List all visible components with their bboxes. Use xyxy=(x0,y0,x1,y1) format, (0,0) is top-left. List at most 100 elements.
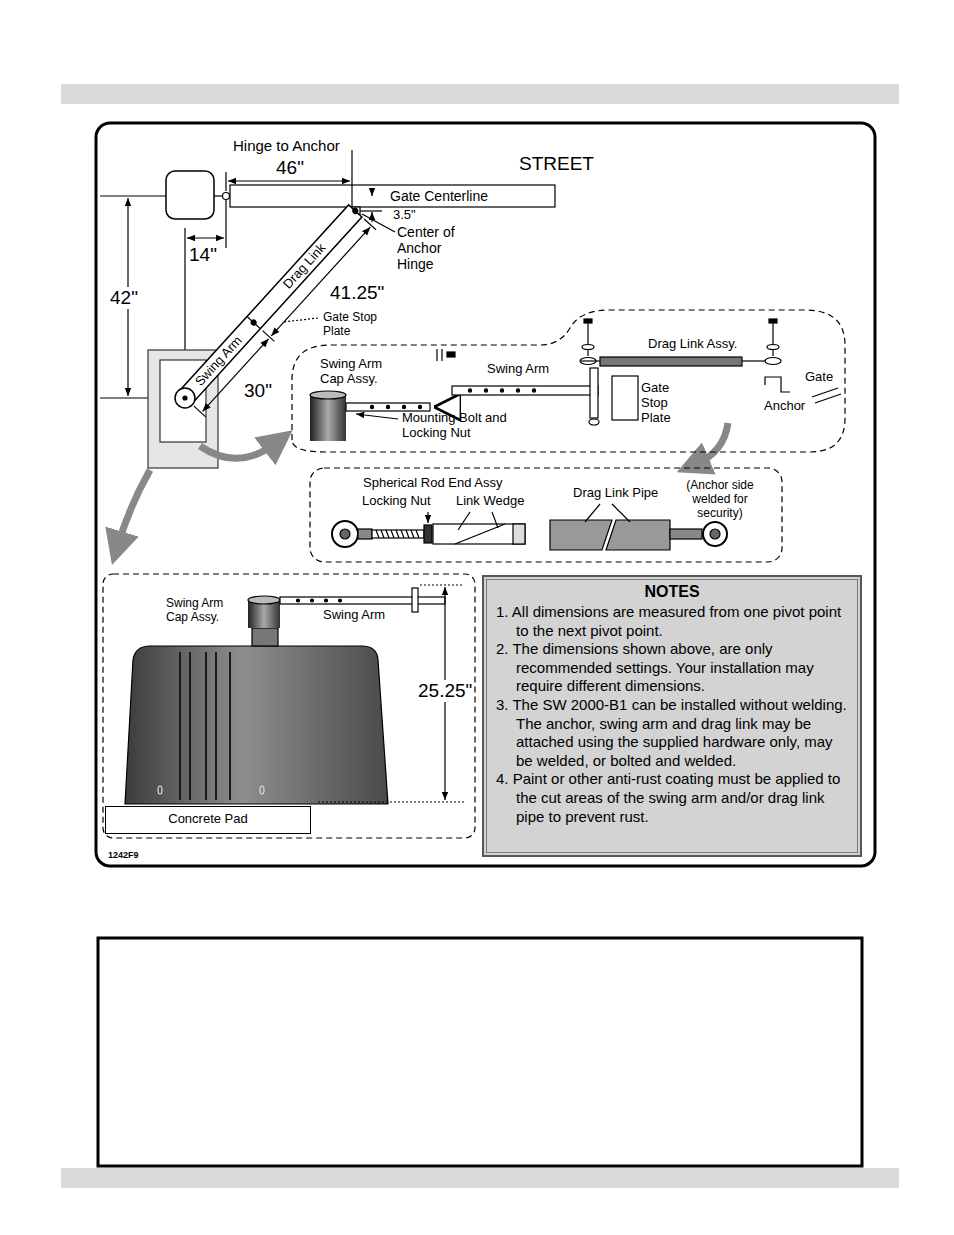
part-label: Drag Link Pipe xyxy=(573,486,658,501)
operator-body xyxy=(125,646,388,804)
drag-link-detail-part xyxy=(710,529,720,539)
drag-link-detail-part xyxy=(550,520,612,550)
exploded-view-part xyxy=(769,319,777,323)
exploded-view-part xyxy=(532,389,535,392)
dimension-line xyxy=(187,237,224,238)
swing-arm-bar xyxy=(280,597,445,604)
exploded-view-part xyxy=(370,405,373,408)
part-label: Gate xyxy=(805,370,833,385)
elevation-view-part xyxy=(158,786,162,794)
plan-view-part xyxy=(371,188,372,196)
part-label: Center of Anchor Hinge xyxy=(397,224,479,272)
part-label: Gate Centerline xyxy=(390,188,488,204)
cap-cylinder xyxy=(310,395,346,441)
note-item: 1. All dimensions are measured from one … xyxy=(496,603,848,640)
dimension-title: Hinge to Anchor xyxy=(233,137,340,154)
dimension-value: 14" xyxy=(189,244,217,266)
plan-view-part xyxy=(225,172,226,191)
drag-link-bar xyxy=(600,357,742,366)
part-label: Locking Nut xyxy=(362,494,431,509)
note-item: 2. The dimensions shown above, are only … xyxy=(496,640,848,696)
part-label: Swing Arm Cap Assy. xyxy=(320,357,400,387)
drag-link-detail xyxy=(310,468,782,562)
elevation-view-part xyxy=(205,652,207,800)
exploded-view-part xyxy=(765,358,781,365)
notes-heading: NOTES xyxy=(496,583,848,601)
dimension-value: 30" xyxy=(242,380,274,402)
gate-edge xyxy=(815,394,841,403)
plan-view-part xyxy=(225,200,226,248)
exploded-view-part xyxy=(402,405,405,408)
exploded-view-part xyxy=(590,368,598,418)
exploded-view-part xyxy=(386,405,389,408)
dimension-value: 25.25" xyxy=(416,680,474,702)
plan-view-part xyxy=(214,195,222,196)
part-label: Drag Link Assy. xyxy=(648,337,737,352)
part-label: Swing Arm xyxy=(323,608,385,623)
note-item: 4. Paint or other anti-rust coating must… xyxy=(496,770,848,826)
leader-line xyxy=(427,512,428,523)
arm-assembly-part xyxy=(250,319,257,326)
drag-link-detail-part xyxy=(703,522,727,546)
view-arrows-part xyxy=(200,443,276,458)
detail-region xyxy=(103,574,475,838)
elevation-view-part xyxy=(252,628,278,646)
plan-view-part xyxy=(351,150,352,206)
elevation-view-part xyxy=(420,584,462,585)
part-label: Anchor xyxy=(764,399,805,414)
part-label: Gate Stop Plate xyxy=(641,381,679,426)
elevation-view-part xyxy=(339,599,342,602)
elevation-view-part xyxy=(179,652,181,800)
exploded-view-part xyxy=(587,323,588,356)
exploded-view-part xyxy=(310,391,346,399)
dimension-value: 42" xyxy=(108,287,140,309)
leader-line xyxy=(492,512,498,528)
arm-assembly-part xyxy=(352,207,359,214)
leader-line xyxy=(356,414,398,419)
drag-link-detail-part xyxy=(433,524,525,544)
elevation-view-part xyxy=(189,652,191,800)
elevation-view-part xyxy=(412,588,418,612)
drag-link-detail-part xyxy=(332,521,358,547)
leader-line xyxy=(612,504,630,522)
exploded-view-part xyxy=(581,360,600,361)
dimension-value: 3.5" xyxy=(393,208,416,223)
exploded-view-part xyxy=(346,403,430,411)
dimension-value: 46" xyxy=(276,157,304,179)
exploded-view-part xyxy=(468,389,471,392)
plan-view-part xyxy=(100,195,166,196)
drag-link-detail-part xyxy=(424,525,432,543)
box-label: Concrete Pad xyxy=(112,811,304,827)
dimension-value: 41.25" xyxy=(328,282,386,304)
concrete-pad: Concrete Pad xyxy=(105,806,311,834)
leader-line xyxy=(362,214,395,232)
elevation-view-part xyxy=(260,786,264,794)
plan-view-part xyxy=(358,210,382,211)
operator-pivot xyxy=(175,388,195,408)
frames xyxy=(96,123,875,1166)
gate-edge xyxy=(812,388,838,397)
part-label: Swing Arm Cap Assy. xyxy=(166,597,242,625)
drag-link-detail-part xyxy=(513,524,525,544)
gate-stop-plate xyxy=(612,376,638,420)
detail-region xyxy=(292,310,845,452)
plan-view xyxy=(100,150,555,468)
exploded-view xyxy=(292,310,845,452)
part-note: (Anchor side welded for security) xyxy=(668,479,772,520)
gate-post xyxy=(166,171,214,219)
elevation-view-part xyxy=(311,599,314,602)
page-bars-part xyxy=(61,1168,899,1188)
exploded-view-part xyxy=(584,319,592,323)
gate-leaf xyxy=(230,185,555,207)
drag-link-detail-part xyxy=(340,529,350,539)
elevation-view-part xyxy=(325,599,328,602)
view-arrows-part xyxy=(696,423,728,464)
exploded-view-part xyxy=(500,389,503,392)
gate-hinge xyxy=(223,193,230,200)
elevation-view-part xyxy=(248,596,280,604)
exploded-view-part xyxy=(582,345,594,350)
drag-link-detail-part xyxy=(606,520,670,550)
part-label: Spherical Rod End Assy xyxy=(363,476,502,491)
drag-link-detail-part xyxy=(372,530,424,538)
